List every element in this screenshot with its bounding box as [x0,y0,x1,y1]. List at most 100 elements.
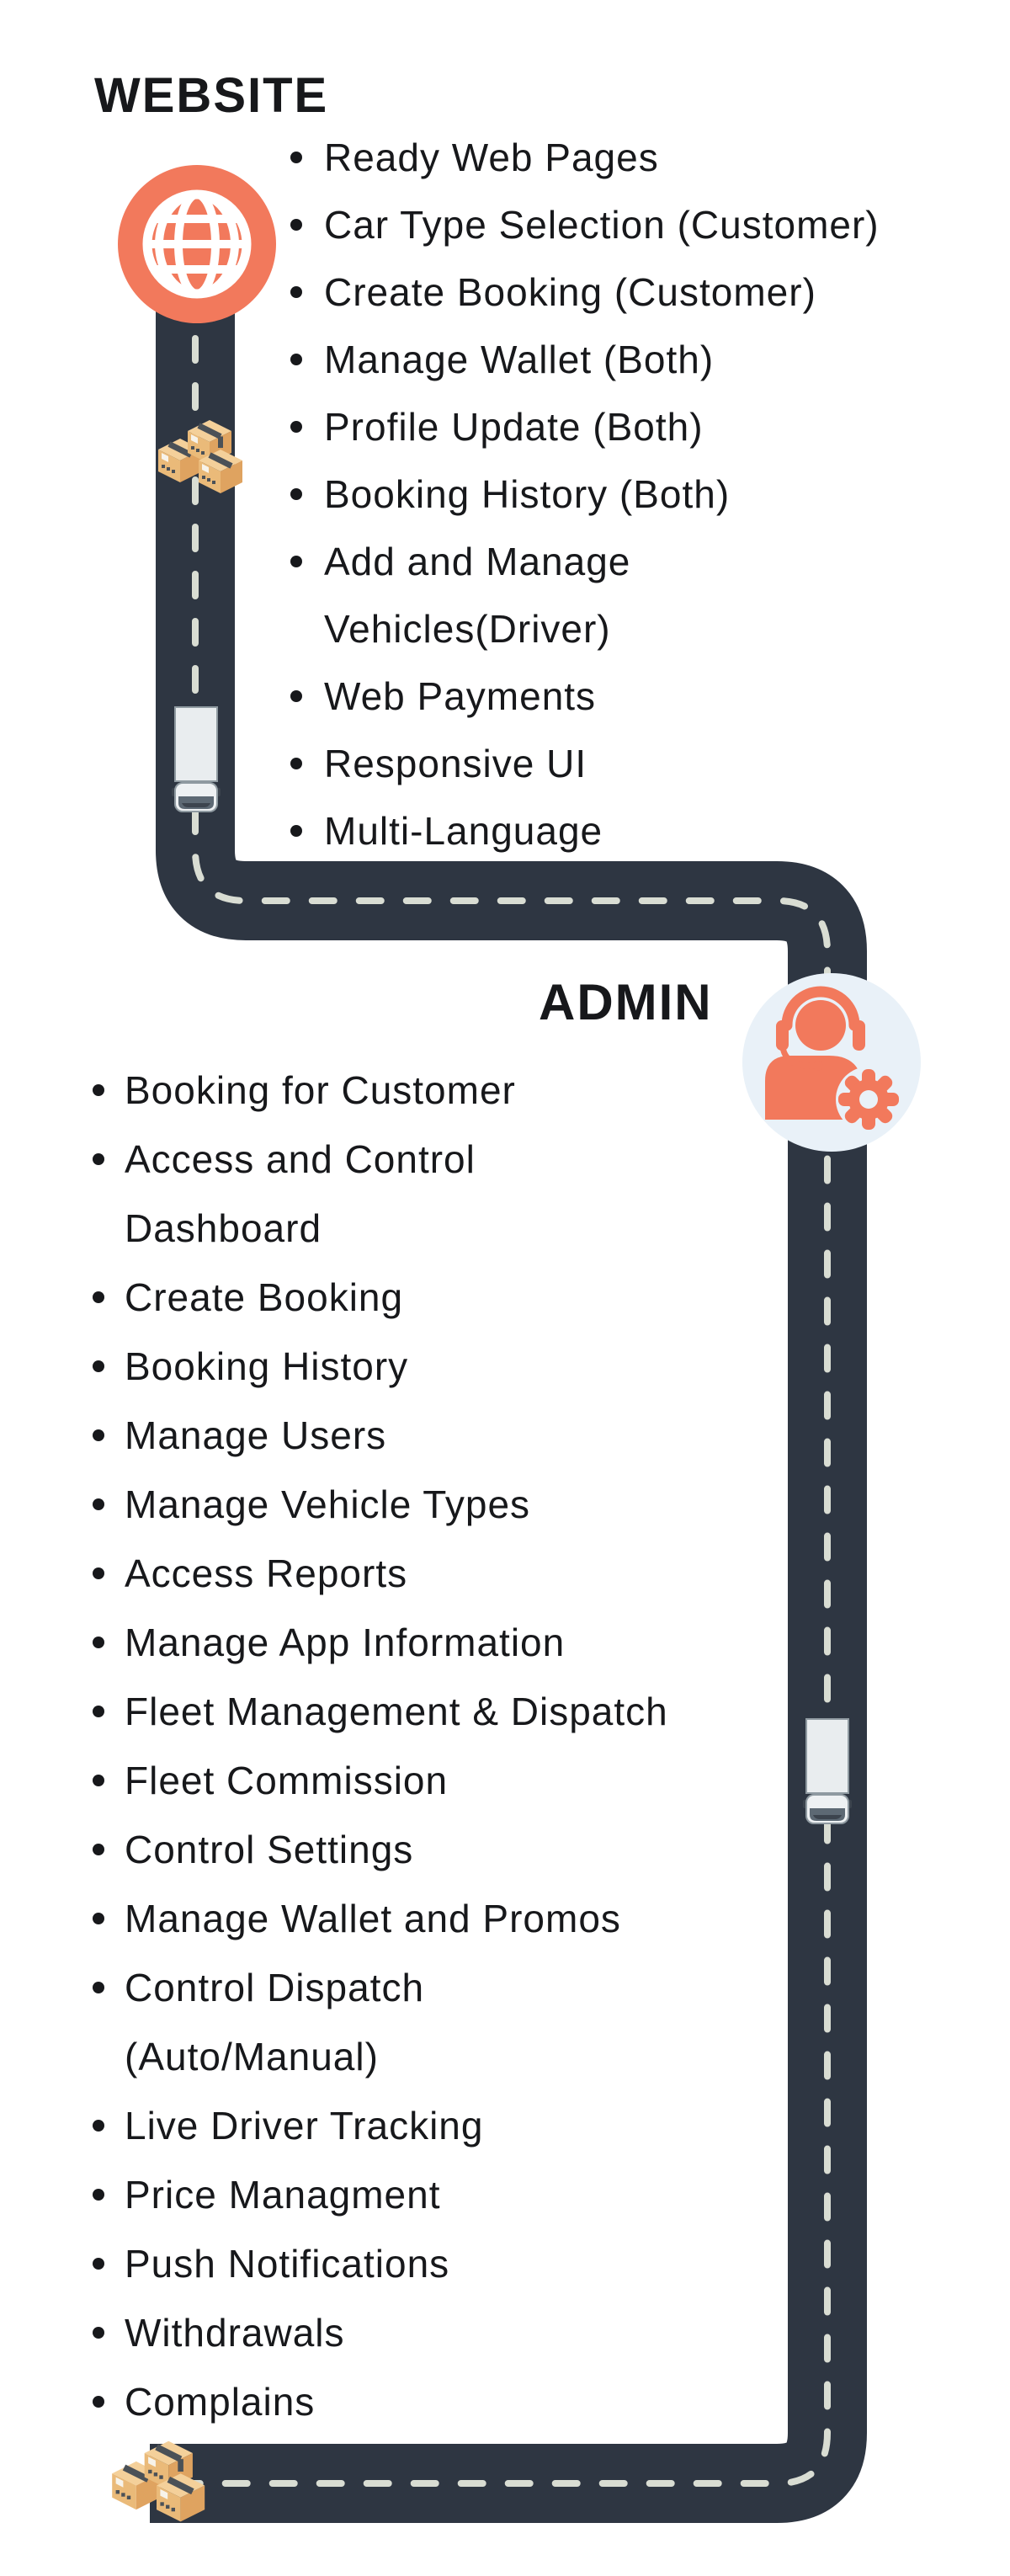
list-item-label: Profile Update (Both) [324,405,704,449]
list-item: Dashboard [93,1194,668,1263]
list-item: Control Settings [93,1815,668,1884]
bullet-icon [93,1844,104,1855]
list-item: Ready Web Pages [290,124,880,191]
bullet-icon [93,2327,104,2339]
delivery-truck-icon-right [803,1718,852,1824]
headset-mic-tip [813,1061,823,1071]
list-item-label: (Auto/Manual) [125,2035,379,2078]
list-item: Create Booking [93,1263,668,1332]
headset-band [781,986,860,1031]
list-item-label: Complains [125,2380,316,2424]
list-item-label: Access and Control [125,1137,476,1181]
list-item: Create Booking (Customer) [290,258,880,326]
truck-windshield-shade [182,803,210,807]
list-item: Add and Manage [290,528,880,595]
headset-earcup-left [776,1020,789,1051]
list-item: Price Managment [93,2160,668,2229]
list-item: Manage Vehicle Types [93,1470,668,1539]
box [157,2473,205,2522]
bullet-icon [93,1360,104,1372]
list-item-label: Manage Wallet (Both) [324,338,715,381]
list-item: Access and Control [93,1125,668,1194]
list-item: Car Type Selection (Customer) [290,191,880,258]
list-item-label: Ready Web Pages [324,136,659,179]
globe-icon [142,189,252,299]
list-item-label: Booking History [125,1344,409,1388]
bullet-icon [93,1498,104,1510]
list-item-label: Manage Vehicle Types [125,1482,531,1526]
list-item: (Auto/Manual) [93,2022,668,2091]
list-item-label: Car Type Selection (Customer) [324,203,880,247]
list-item: Manage Wallet (Both) [290,326,880,393]
list-item-label: Fleet Commission [125,1759,449,1802]
admin-badge [742,973,921,1152]
bullet-icon [93,2396,104,2408]
list-item: Withdrawals [93,2298,668,2367]
bullet-icon [290,354,302,365]
delivery-truck-icon [172,706,221,812]
website-section-title: WEBSITE [94,68,329,123]
list-item-label: Live Driver Tracking [125,2104,484,2148]
list-item-label: Price Managment [125,2173,441,2217]
list-item: Manage Users [93,1401,668,1470]
list-item: Access Reports [93,1539,668,1608]
support-agent-gear-icon [765,986,901,1132]
road [146,241,867,2523]
bullet-icon [93,2189,104,2201]
list-item-label: Control Dispatch [125,1966,425,2009]
box [199,450,242,493]
bullet-icon [290,690,302,702]
bullet-icon [93,1567,104,1579]
package-boxes-icon-top [158,420,242,493]
list-item: Manage App Information [93,1608,668,1677]
bullet-icon [290,556,302,567]
list-item: Responsive UI [290,730,880,797]
list-item-label: Create Booking (Customer) [324,270,816,314]
truck-cargo-box [174,706,218,782]
list-item: Fleet Management & Dispatch [93,1677,668,1746]
list-item-label: Manage App Information [125,1621,566,1664]
bullet-icon [290,286,302,298]
list-item-label: Dashboard [125,1206,322,1250]
list-item-label: Withdrawals [125,2311,345,2355]
bullet-icon [290,825,302,837]
list-item: Multi-Language [290,797,880,865]
bullet-icon [93,1982,104,1993]
road-centerline [146,241,831,2487]
list-item-label: Fleet Management & Dispatch [125,1690,668,1733]
bullet-icon [93,2258,104,2270]
list-item: Fleet Commission [93,1746,668,1815]
list-item: Control Dispatch [93,1953,668,2022]
list-item-label: Control Settings [125,1828,414,1871]
list-item-label: Booking for Customer [125,1068,516,1112]
admin-section-title: ADMIN [539,974,713,1030]
list-item-label: Multi-Language [324,809,603,853]
bullet-icon [93,1637,104,1648]
list-item-label: Responsive UI [324,742,587,785]
bullet-icon [290,421,302,433]
list-item-label: Manage Users [125,1413,387,1457]
bullet-icon [93,1913,104,1924]
list-item: Profile Update (Both) [290,393,880,460]
package-boxes-icon [158,420,242,493]
package-boxes-icon-bottom [112,2440,205,2522]
list-item: Live Driver Tracking [93,2091,668,2160]
list-item-label: Web Payments [324,674,597,718]
list-item-label: Add and Manage [324,540,631,583]
list-item: Push Notifications [93,2229,668,2298]
list-item: Manage Wallet and Promos [93,1884,668,1953]
bullet-icon [290,219,302,231]
agent-head [795,1000,846,1051]
bullet-icon [290,758,302,769]
headset-earcup-right [853,1020,865,1051]
bullet-icon [93,1291,104,1303]
bullet-icon [290,488,302,500]
list-item: Vehicles(Driver) [290,595,880,663]
bullet-icon [93,1153,104,1165]
list-item-label: Vehicles(Driver) [324,607,611,651]
list-item-label: Access Reports [125,1551,408,1595]
list-item: Complains [93,2367,668,2436]
bullet-icon [290,152,302,163]
